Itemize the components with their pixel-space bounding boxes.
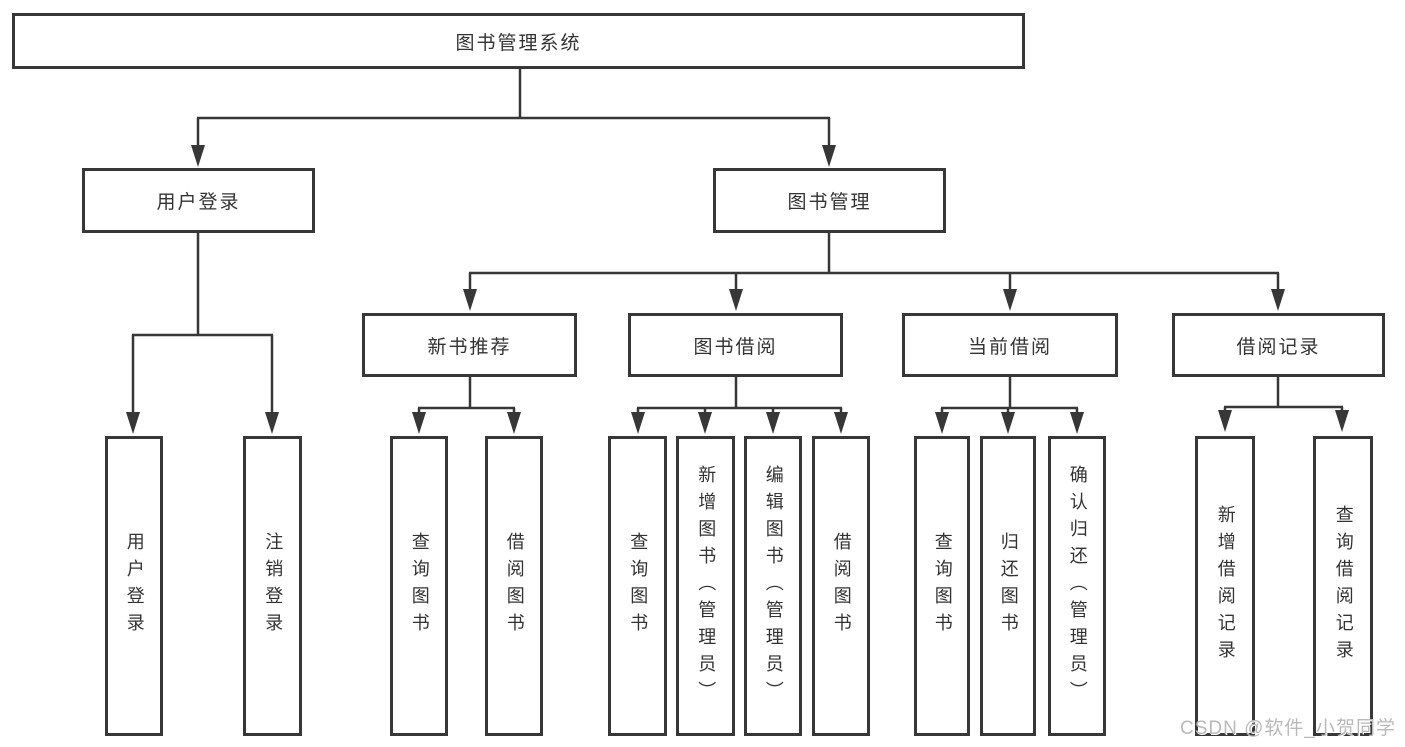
leaf-query-borrow-record: 查询借阅记录: [1313, 436, 1373, 736]
leaf-return-books: 归还图书: [980, 436, 1036, 736]
arrowheads: [126, 145, 1349, 434]
leaf-borrow-books-recommend: 借阅图书: [485, 436, 543, 736]
node-label: 查询借阅记录: [1333, 505, 1354, 667]
node-label: 查询图书: [932, 532, 953, 640]
node-label: 图书借阅: [693, 336, 778, 358]
node-label: 注销登录: [263, 532, 284, 640]
node-label: 借阅图书: [504, 532, 525, 640]
node-book-borrowing: 图书借阅: [628, 313, 843, 377]
node-label: 确认归还（管理员）: [1067, 464, 1088, 708]
leaf-query-books-current: 查询图书: [914, 436, 970, 736]
node-label: 查询图书: [628, 532, 649, 640]
node-current-borrowing: 当前借阅: [902, 313, 1118, 377]
node-label: 借阅图书: [831, 532, 852, 640]
leaf-query-books-borrowing: 查询图书: [608, 436, 667, 736]
leaf-logout: 注销登录: [243, 436, 302, 736]
leaf-add-borrow-record: 新增借阅记录: [1195, 436, 1255, 736]
node-label: 新增图书（管理员）: [696, 464, 717, 708]
node-label: 借阅记录: [1236, 336, 1321, 358]
leaf-borrow-books-borrowing: 借阅图书: [812, 436, 870, 736]
node-library-system: 图书管理系统: [12, 13, 1025, 69]
node-user-login: 用户登录: [82, 168, 315, 233]
node-label: 新增借阅记录: [1215, 505, 1236, 667]
node-label: 图书管理: [787, 192, 872, 213]
leaf-add-book-admin: 新增图书（管理员）: [676, 436, 735, 736]
node-label: 新书推荐: [427, 336, 512, 358]
node-label: 用户登录: [124, 532, 145, 640]
node-new-book-recommendation: 新书推荐: [362, 313, 577, 377]
node-label: 查询图书: [409, 532, 430, 640]
watermark: CSDN @软件_小贺同学: [1180, 718, 1396, 739]
leaf-confirm-return-admin: 确认归还（管理员）: [1048, 436, 1106, 736]
leaf-edit-book-admin: 编辑图书（管理员）: [744, 436, 802, 736]
node-book-management: 图书管理: [713, 168, 946, 233]
node-borrowing-records: 借阅记录: [1172, 313, 1385, 377]
node-label: 图书管理系统: [455, 32, 582, 54]
node-label: 编辑图书（管理员）: [763, 464, 784, 708]
node-label: 当前借阅: [967, 336, 1052, 358]
node-label: 用户登录: [156, 192, 241, 213]
leaf-query-books-recommend: 查询图书: [390, 436, 448, 736]
node-label: 归还图书: [998, 532, 1019, 640]
leaf-user-login: 用户登录: [105, 436, 163, 736]
